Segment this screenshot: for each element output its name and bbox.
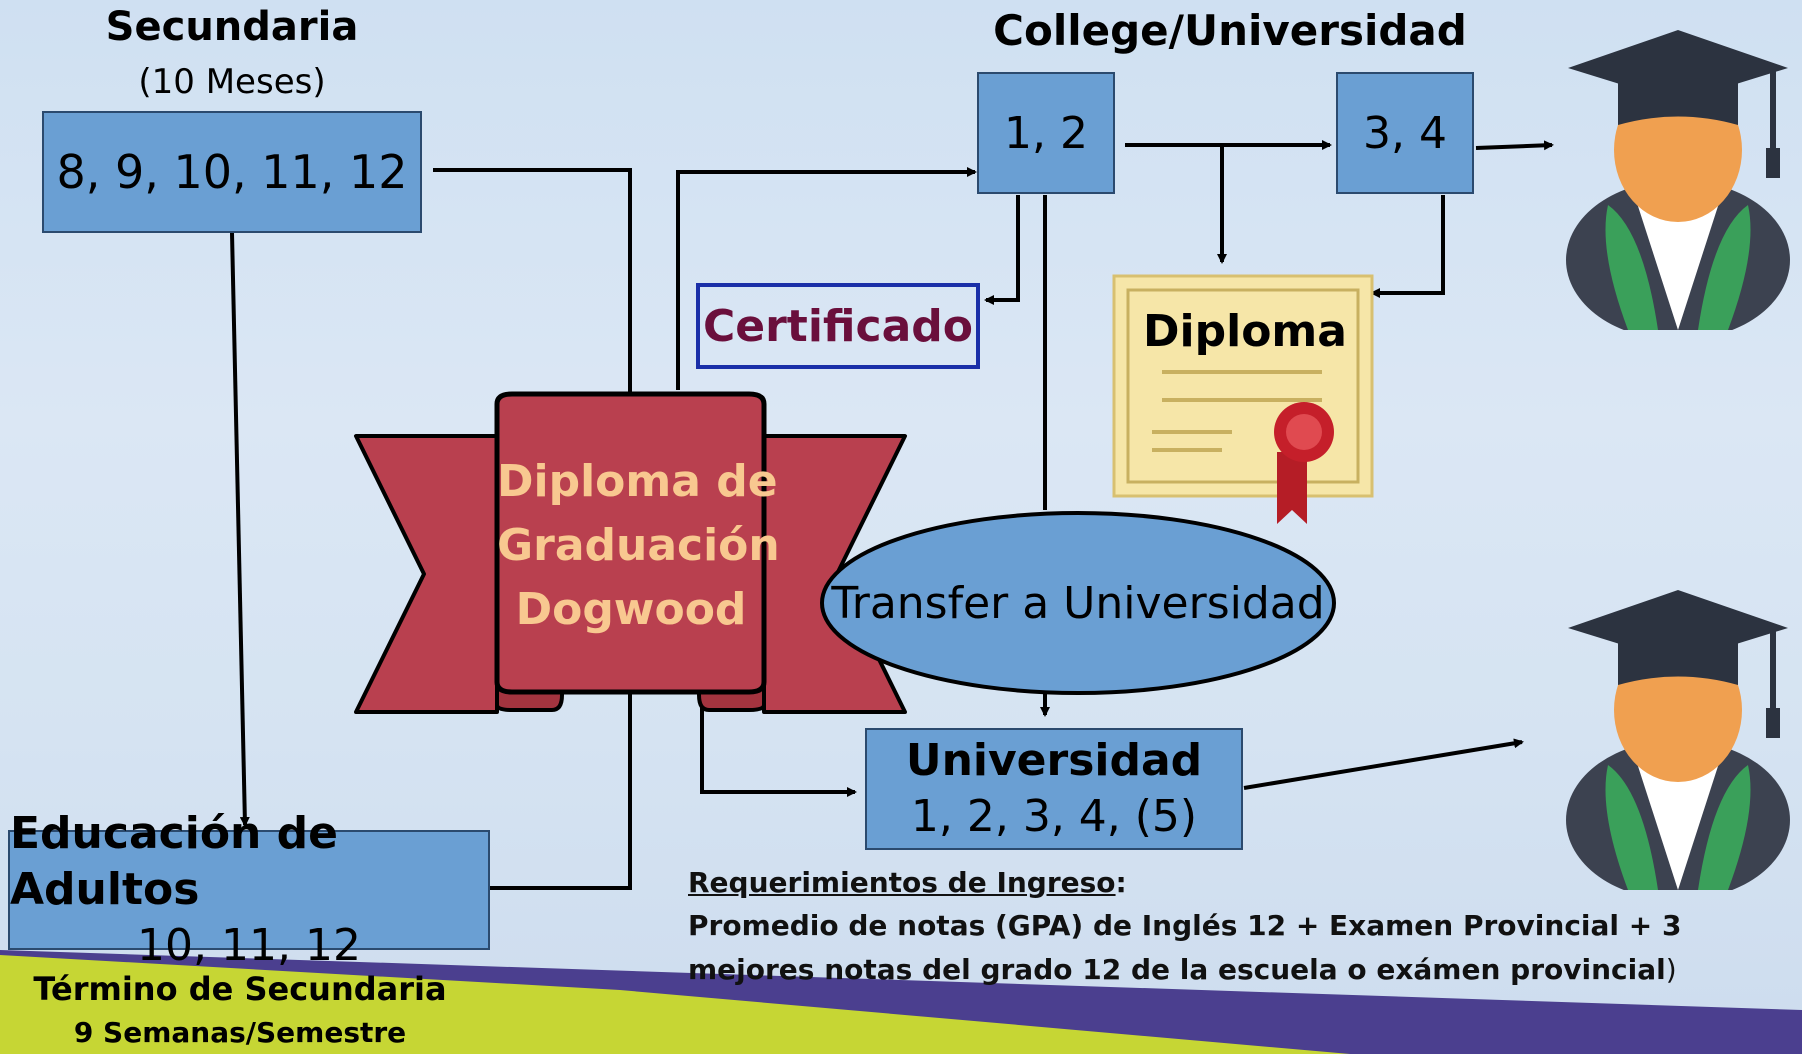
universidad-years: 1, 2, 3, 4, (5) <box>910 791 1198 842</box>
termino-title: Término de Secundaria <box>33 970 447 1008</box>
secundaria-grades-box: 8, 9, 10, 11, 12 <box>42 111 422 233</box>
secundaria-grades: 8, 9, 10, 11, 12 <box>56 145 408 199</box>
adultos-box: Educación de Adultos 10, 11, 12 <box>8 808 490 971</box>
ribbon-line-3: Dogwood <box>515 584 747 635</box>
certificate-icon <box>1112 274 1374 524</box>
college-years-1-2: 1, 2 <box>1004 107 1088 159</box>
requirements-line-2: mejores notas del grado 12 de la escuela… <box>688 953 1666 986</box>
certificado-box: Certificado <box>696 283 980 369</box>
graduate-icon <box>1566 590 1790 890</box>
termino-subtitle: 9 Semanas/Semestre <box>73 1016 407 1049</box>
universidad-title: Universidad <box>905 735 1203 786</box>
college-title: College/Universidad <box>993 6 1467 55</box>
secundaria-duration: (10 Meses) <box>138 62 326 102</box>
requirements-line-1: Promedio de notas (GPA) de Inglés 12 + E… <box>688 909 1682 942</box>
requirements-colon: : <box>1115 866 1127 899</box>
transfer-label: Transfer a Universidad <box>831 578 1325 629</box>
transfer-ellipse <box>820 511 1336 695</box>
graduate-icon <box>1566 30 1790 330</box>
requirements-heading: Requerimientos de Ingreso <box>688 866 1116 899</box>
diploma-label: Diploma <box>1143 306 1347 357</box>
requirements-heading-row: Requerimientos de Ingreso: <box>688 866 1127 899</box>
ribbon-line-2: Graduación <box>497 520 780 571</box>
college-years-1-2-box: 1, 2 <box>977 72 1115 194</box>
ribbon-text: Diploma de Graduación Dogwood <box>497 450 780 642</box>
adultos-title: Educación de Adultos <box>10 808 339 915</box>
college-years-3-4: 3, 4 <box>1363 107 1447 159</box>
ribbon-line-1: Diploma de <box>497 456 778 507</box>
secundaria-title: Secundaria <box>105 4 359 50</box>
requirements-line-2-row: mejores notas del grado 12 de la escuela… <box>688 953 1677 986</box>
college-years-3-4-box: 3, 4 <box>1336 72 1474 194</box>
requirements-close-paren: ) <box>1665 953 1677 986</box>
certificado-label: Certificado <box>702 300 974 352</box>
adultos-grades: 10, 11, 12 <box>137 920 361 971</box>
universidad-box: Universidad 1, 2, 3, 4, (5) <box>865 728 1243 850</box>
